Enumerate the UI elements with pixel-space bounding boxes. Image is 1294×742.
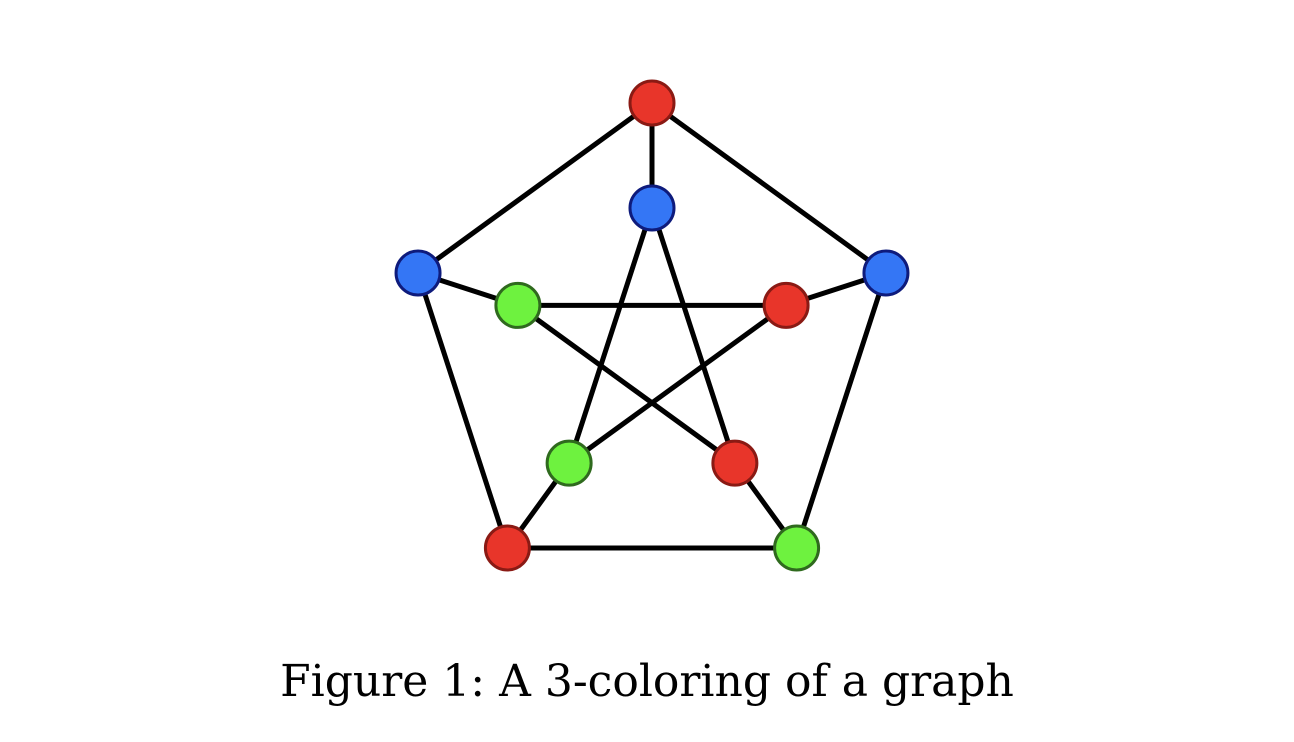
vertex-o1-blue [862, 249, 910, 297]
edge-i0-i2 [649, 205, 738, 466]
vertex-i3-green [545, 439, 593, 487]
vertex-o4-blue [394, 249, 442, 297]
edge-i1-i3 [566, 302, 789, 466]
edge-o0-o1 [649, 100, 889, 276]
graph-figure [394, 79, 910, 572]
edge-o4-o0 [415, 100, 655, 276]
vertex-o0-red [628, 79, 676, 127]
vertex-i2-red [711, 439, 759, 487]
vertex-i1-red [762, 281, 810, 329]
edge-i2-i4 [515, 302, 738, 466]
figure-caption: Figure 1: A 3-coloring of a graph [280, 656, 1014, 707]
edge-o1-o2 [794, 270, 889, 551]
vertex-o3-red [483, 524, 531, 572]
vertices-layer [394, 79, 910, 572]
edge-i3-i0 [566, 205, 655, 466]
edge-o3-o4 [415, 270, 510, 551]
vertex-i0-blue [628, 184, 676, 232]
vertex-o2-green [773, 524, 821, 572]
vertex-i4-green [494, 281, 542, 329]
edges-layer [415, 100, 889, 551]
